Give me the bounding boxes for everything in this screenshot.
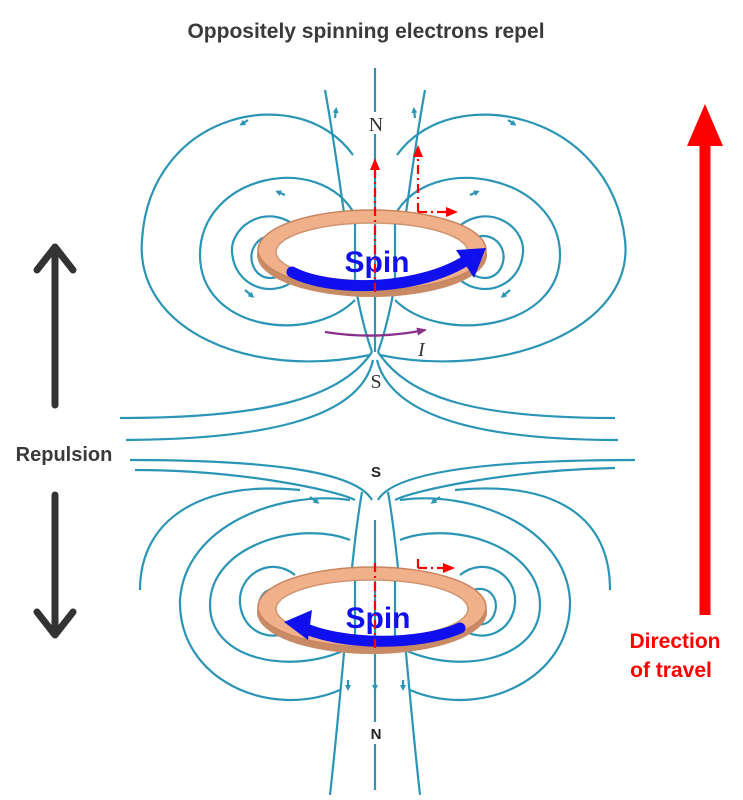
- middle-field-line: [375, 359, 619, 442]
- repulsion-label: Repulsion: [16, 444, 113, 466]
- bottom-south-bg: [366, 460, 386, 482]
- bottom-field-line: [459, 565, 517, 637]
- middle-field-line: [117, 359, 375, 442]
- field-arrowhead: [507, 119, 517, 126]
- field-arrowhead: [411, 107, 418, 119]
- travel-arrowhead: [687, 104, 723, 146]
- bottom-field-line: [399, 497, 572, 702]
- top-north-pole-label: N: [369, 114, 383, 136]
- top-field-line: [394, 176, 562, 327]
- repulsion-label-bg: [2, 438, 126, 468]
- middle-field-line: [394, 466, 616, 501]
- direction-label-line2: of travel: [630, 659, 712, 682]
- diagram-title: Oppositely spinning electrons repel: [187, 20, 544, 43]
- bottom-south-pole-label: S: [371, 464, 381, 481]
- bottom-north-pole-label: N: [371, 726, 382, 743]
- middle-field-line: [134, 468, 356, 501]
- middle-field-line: [377, 458, 636, 501]
- top-field-line: [454, 215, 525, 290]
- top-field-line: [198, 176, 356, 327]
- middle-field-line: [129, 458, 373, 501]
- top-south-pole-label: S: [370, 371, 381, 393]
- bottom-spin-arrow: [294, 620, 466, 647]
- top-field-line: [140, 113, 371, 363]
- field-arrowhead: [500, 289, 511, 298]
- repulsion-field-lines: [117, 351, 636, 501]
- middle-field-line: [377, 351, 616, 420]
- top-spin-label: Spin: [345, 246, 410, 279]
- top-field-line: [466, 234, 505, 280]
- bottom-north-bg: [366, 722, 386, 744]
- top-field-line: [230, 215, 301, 290]
- bottom-field-line: [178, 497, 351, 702]
- field-arrowhead: [309, 496, 320, 504]
- current-label: I: [417, 339, 426, 361]
- top-north-bg: [366, 112, 386, 134]
- field-arrowhead: [275, 190, 286, 197]
- repulsion-arrows: [33, 243, 77, 639]
- field-arrowhead: [244, 289, 255, 298]
- direction-label-line1: Direction: [629, 630, 720, 653]
- bottom-field-line: [138, 487, 301, 591]
- repulsion-up-arrowhead: [33, 243, 77, 274]
- top-spin-arrow: [286, 252, 476, 292]
- bottom-field-line: [399, 532, 542, 663]
- bottom-spin-label: Spin: [346, 602, 411, 635]
- top-spin-arrowhead: [456, 248, 486, 278]
- top-field-line: [379, 113, 627, 363]
- repulsion-down-arrowhead: [33, 608, 77, 639]
- bottom-field-line: [238, 565, 296, 637]
- middle-field-line: [119, 351, 373, 420]
- current-arrow: [324, 327, 427, 337]
- bottom-spin-arrowhead: [284, 610, 312, 640]
- bottom-field-line: [454, 487, 612, 591]
- field-arrowhead: [469, 190, 480, 197]
- bottom-field-line: [208, 532, 351, 663]
- field-arrowhead: [430, 496, 441, 504]
- top-field-lines: [140, 68, 627, 363]
- field-arrowhead: [332, 107, 339, 119]
- field-arrowhead: [239, 119, 249, 126]
